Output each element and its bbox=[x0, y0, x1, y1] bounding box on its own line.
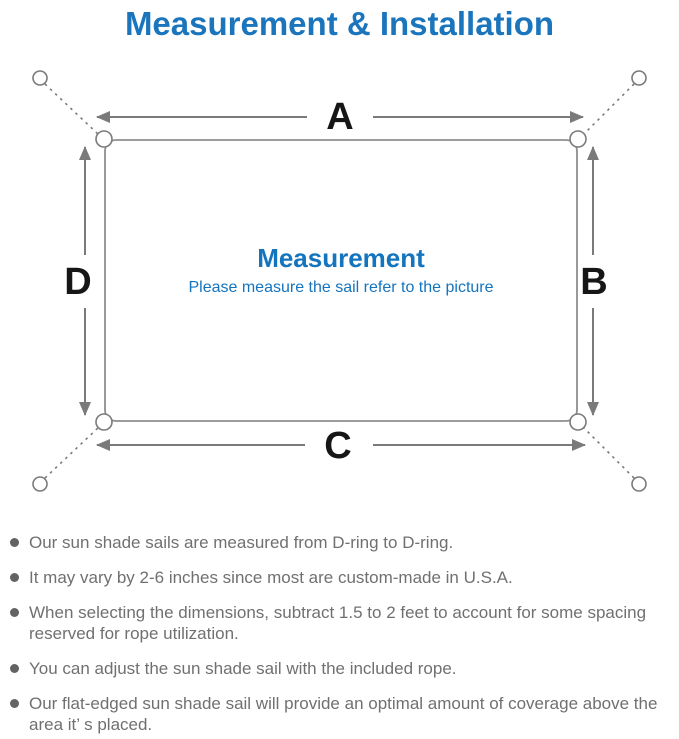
rope-bottom-right bbox=[582, 426, 635, 479]
bullet-dot-icon bbox=[10, 608, 19, 617]
center-heading: Measurement bbox=[257, 243, 425, 273]
list-item: Our sun shade sails are measured from D-… bbox=[10, 532, 674, 553]
side-label-a: A bbox=[326, 96, 353, 138]
rope-top-right bbox=[582, 83, 635, 136]
notes-list: Our sun shade sails are measured from D-… bbox=[10, 532, 674, 739]
note-text: It may vary by 2-6 inches since most are… bbox=[29, 568, 513, 587]
side-label-c: C bbox=[324, 425, 351, 467]
bullet-dot-icon bbox=[10, 538, 19, 547]
d-ring-icons bbox=[95, 130, 587, 431]
list-item: When selecting the dimensions, subtract … bbox=[10, 602, 674, 644]
d-ring-bottom-left-icon bbox=[95, 413, 113, 431]
rope-dashed-lines bbox=[44, 83, 635, 479]
bullet-dot-icon bbox=[10, 699, 19, 708]
anchor-point-top-left-icon bbox=[32, 70, 48, 86]
d-ring-top-left-icon bbox=[95, 130, 113, 148]
note-text: Our sun shade sails are measured from D-… bbox=[29, 533, 454, 552]
bullet-dot-icon bbox=[10, 573, 19, 582]
note-text: You can adjust the sun shade sail with t… bbox=[29, 659, 457, 678]
measure-arrows bbox=[79, 111, 599, 451]
list-item: You can adjust the sun shade sail with t… bbox=[10, 658, 674, 679]
bullet-dot-icon bbox=[10, 664, 19, 673]
sail-outline bbox=[104, 139, 578, 422]
d-ring-top-right-icon bbox=[569, 130, 587, 148]
anchor-point-top-right-icon bbox=[631, 70, 647, 86]
list-item: It may vary by 2-6 inches since most are… bbox=[10, 567, 674, 588]
note-text: Our flat-edged sun shade sail will provi… bbox=[29, 694, 658, 734]
center-subheading: Please measure the sail refer to the pic… bbox=[188, 279, 493, 296]
anchor-point-icons bbox=[32, 70, 647, 492]
page-title: Measurement & Installation bbox=[124, 5, 555, 42]
side-label-b: B bbox=[580, 261, 607, 303]
note-text: When selecting the dimensions, subtract … bbox=[29, 603, 647, 643]
rope-top-left bbox=[44, 83, 100, 136]
rope-bottom-left bbox=[44, 426, 100, 479]
side-label-d: D bbox=[64, 261, 91, 303]
measurement-diagram: A B C D Measurement Please measure the s… bbox=[32, 70, 647, 492]
d-ring-bottom-right-icon bbox=[569, 413, 587, 431]
anchor-point-bottom-left-icon bbox=[32, 476, 48, 492]
anchor-point-bottom-right-icon bbox=[631, 476, 647, 492]
list-item: Our flat-edged sun shade sail will provi… bbox=[10, 693, 674, 735]
